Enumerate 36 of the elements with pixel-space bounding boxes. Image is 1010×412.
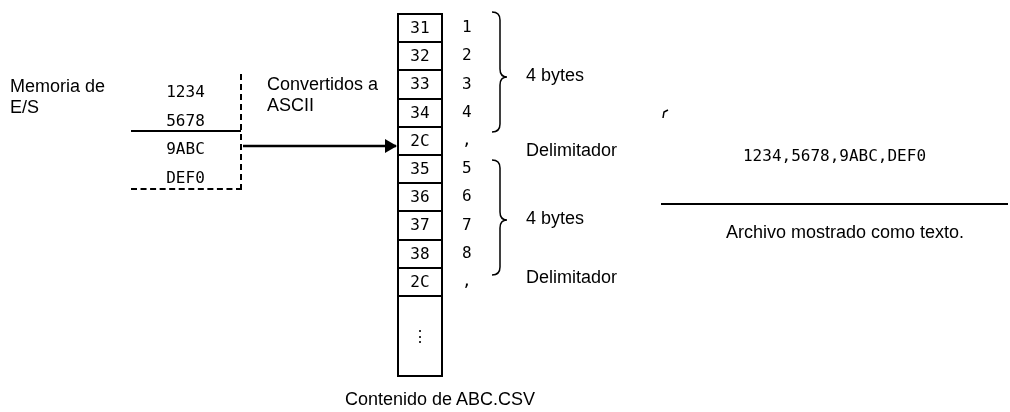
character-label: 5 xyxy=(462,159,472,178)
memory-word: DEF0 xyxy=(166,169,205,186)
byte-cell: 37 xyxy=(399,212,441,241)
annotation-label: 4 bytes xyxy=(526,209,585,227)
character-label: 4 xyxy=(462,102,472,121)
byte-cell: 38 xyxy=(399,240,441,269)
byte-cell: ⋮ xyxy=(399,297,441,377)
memory-word: 5678 xyxy=(166,112,205,129)
character-label: , xyxy=(462,130,472,149)
character-label: 1 xyxy=(462,18,472,37)
character-label: 8 xyxy=(462,243,472,262)
memory-word: 1234 xyxy=(166,84,205,100)
annotation-label: Delimitador xyxy=(526,141,618,159)
character-label: , xyxy=(462,271,472,290)
byte-column xyxy=(397,13,443,377)
character-label: 2 xyxy=(462,46,472,65)
annotation-label: 4 bytes xyxy=(526,66,585,84)
memory-block xyxy=(131,74,242,190)
byte-cell: 33 xyxy=(399,71,441,100)
node-label: Contenido de ABC.CSV xyxy=(343,389,537,410)
text-file-window: 1234,5678,9ABC,DEF0 xyxy=(661,108,1008,205)
character-label: 6 xyxy=(462,187,472,206)
byte-cell: 31 xyxy=(399,15,441,44)
annotation-label: Delimitador xyxy=(526,268,618,286)
byte-cell: 2C xyxy=(399,268,441,297)
node-label: Archivo mostrado como texto. xyxy=(724,222,966,243)
byte-cell: 35 xyxy=(399,156,441,185)
character-label: 3 xyxy=(462,74,472,93)
byte-cell: 32 xyxy=(399,43,441,72)
arrow xyxy=(243,139,397,153)
byte-cell: 34 xyxy=(399,99,441,128)
byte-cell: 2C xyxy=(399,127,441,156)
character-label: 7 xyxy=(462,215,472,234)
node-label: Memoria de E/S xyxy=(10,76,107,118)
memory-word: 9ABC xyxy=(166,141,205,157)
byte-cell: 36 xyxy=(399,184,441,213)
